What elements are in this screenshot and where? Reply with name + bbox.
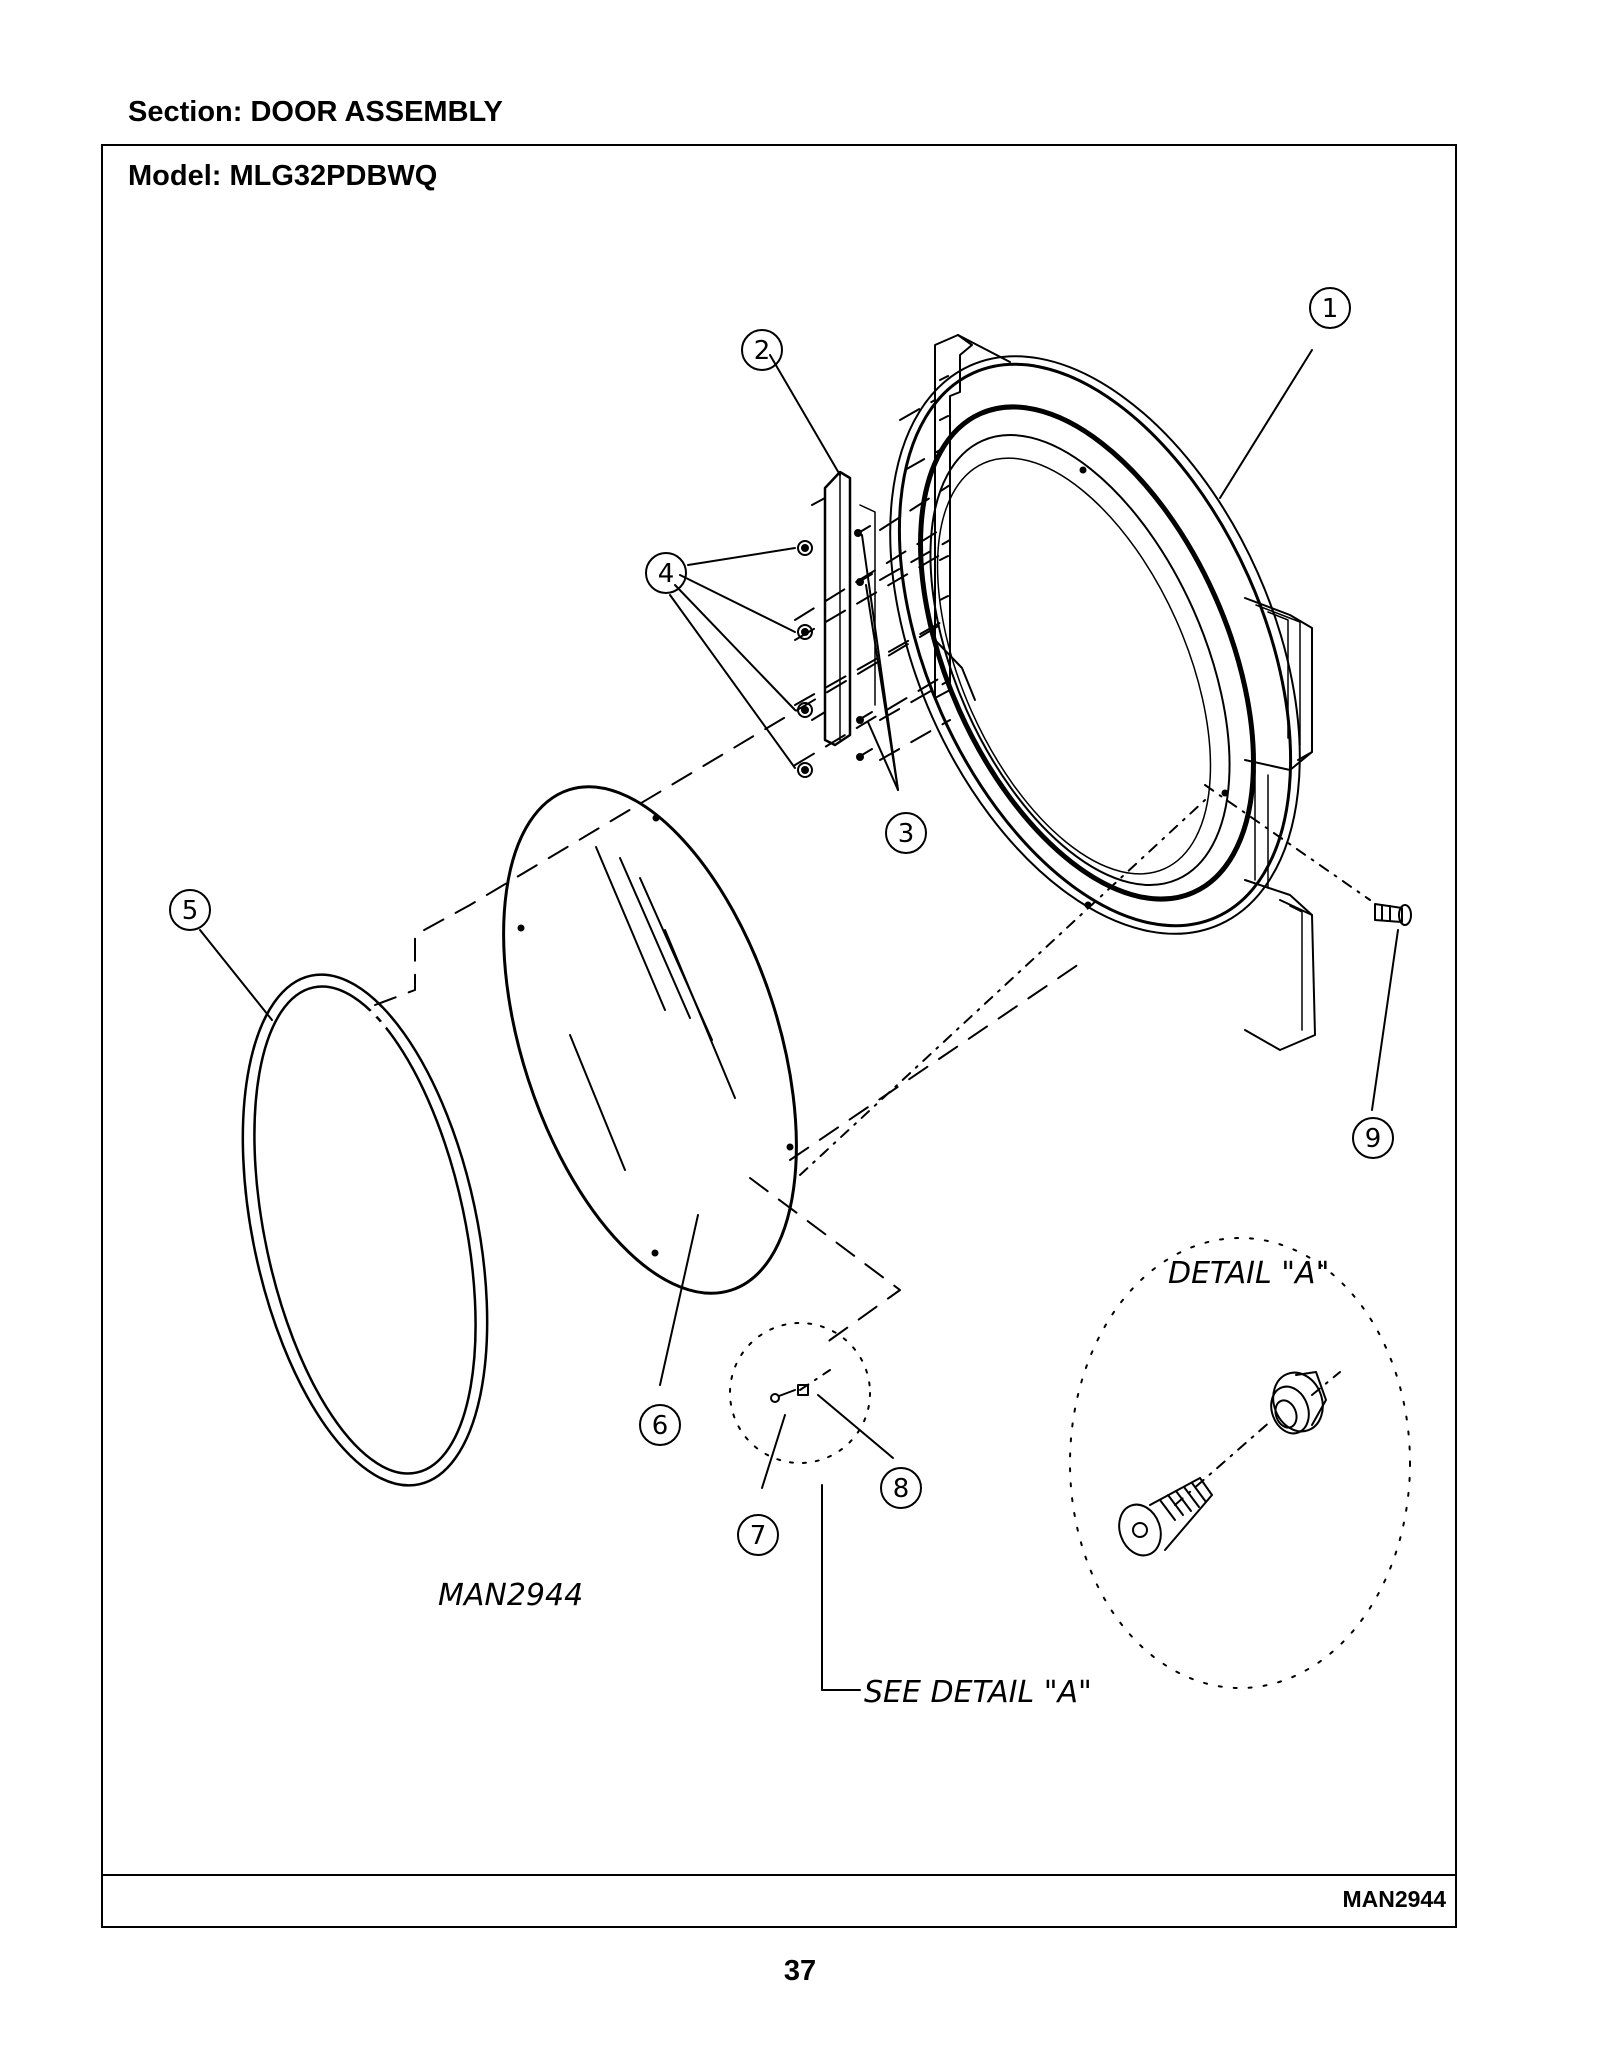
gasket-ring-part [241,973,489,1487]
callout-6: 6 [652,1411,669,1441]
hinge-bracket-part [811,470,876,747]
leader-lines [199,349,1399,1691]
footer-divider [101,1874,1457,1876]
detail-a-title: DETAIL "A" [1168,1256,1329,1291]
door-frame-part [889,334,1316,1051]
see-detail-label: SEE DETAIL "A" [864,1675,1092,1710]
callout-5: 5 [182,896,199,926]
callout-3: 3 [898,819,915,849]
screw-washer-part [1374,903,1412,926]
section-title: Section: DOOR ASSEMBLY [128,96,503,128]
callout-9: 9 [1365,1124,1382,1154]
detail-circles [729,1237,1411,1689]
page-number: 37 [783,1955,817,1987]
callout-1: 1 [1322,294,1339,324]
drawing-code-label: MAN2944 [438,1578,583,1613]
callout-4: 4 [658,559,675,589]
model-title: Model: MLG32PDBWQ [128,160,438,192]
door-glass-part [502,785,798,1295]
callout-2: 2 [754,336,771,366]
explode-lines [374,399,1371,1506]
callout-7: 7 [750,1521,767,1551]
callout-numbers: 1 2 3 4 5 6 7 8 9 [182,294,1382,1551]
diagram-frame [101,144,1457,1928]
hex-nuts-part [797,540,813,778]
detail-a-parts [1118,1371,1327,1557]
footer-drawing-code: MAN2944 [1342,1886,1446,1912]
callout-circles [169,287,1394,1556]
callout-8: 8 [893,1474,910,1504]
drawing-labels: DETAIL "A" MAN2944 SEE DETAIL "A" [438,1256,1329,1710]
small-parts-7-8 [770,1384,809,1403]
